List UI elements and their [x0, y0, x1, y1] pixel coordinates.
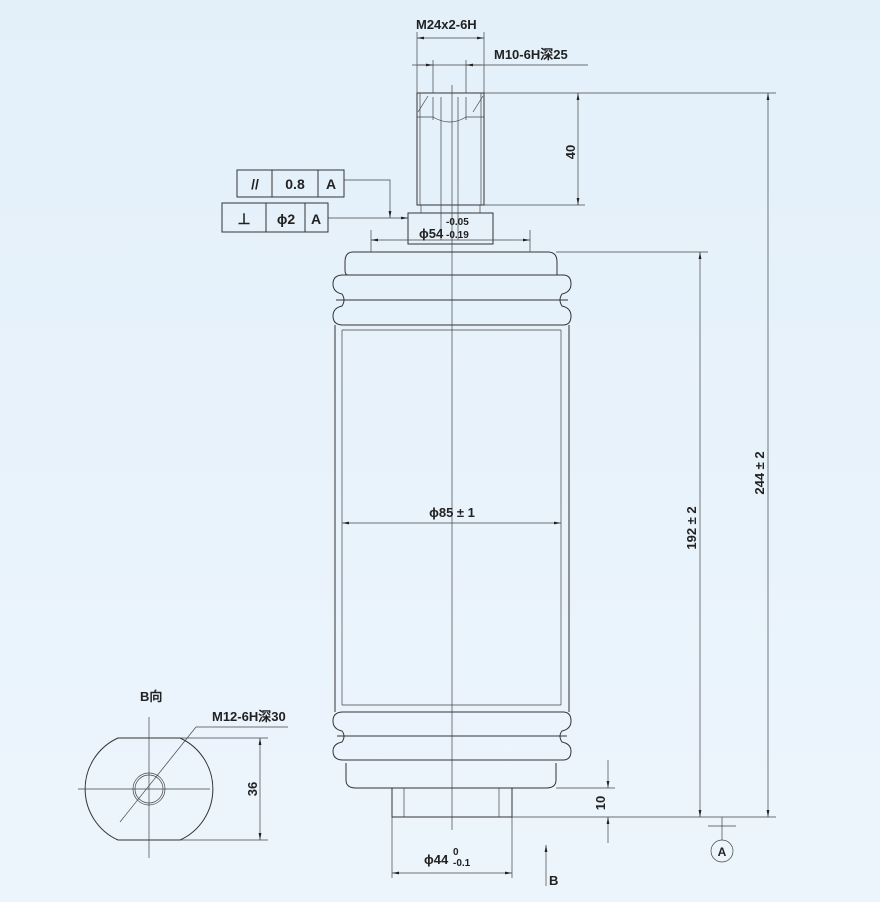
perpendicular-value: ϕ2 — [277, 211, 295, 227]
view-title: B向 — [140, 689, 162, 704]
view-arrow-label: B — [549, 873, 558, 888]
flange-dia: ϕ54 — [419, 226, 444, 241]
perpendicular-symbol: ⊥ — [237, 211, 250, 228]
parallel-symbol: // — [251, 176, 259, 192]
dim-36: 36 — [245, 782, 260, 796]
dim-192: 192 ± 2 — [684, 506, 699, 549]
bottom-tol-upper: 0 — [453, 847, 459, 858]
top-stem — [407, 92, 494, 245]
tolerance-perpendicular: ⊥ ϕ2 A — [221, 202, 408, 233]
b-view: B向 M12-6H深30 36 — [78, 689, 288, 858]
body-dia: ϕ85 ± 1 — [429, 505, 475, 520]
body — [332, 251, 572, 818]
parallel-datum: A — [326, 176, 336, 192]
flange-tol-lower: -0.19 — [446, 230, 469, 241]
dim-10: 10 — [593, 796, 608, 810]
bottom-dia: ϕ44 — [424, 852, 449, 867]
datum-label: A — [718, 845, 727, 859]
tolerance-parallel: // 0.8 A — [236, 169, 392, 218]
perpendicular-datum: A — [311, 211, 321, 227]
bottom-tol-lower: -0.1 — [453, 858, 471, 869]
dimensions: M24x2-6H M10-6H深25 40 // 0.8 A ⊥ ϕ2 A ϕ5… — [221, 17, 776, 888]
dim-40: 40 — [563, 145, 578, 159]
dim-244: 244 ± 2 — [752, 451, 767, 494]
top-thread-label: M24x2-6H — [416, 17, 477, 32]
parallel-value: 0.8 — [285, 176, 305, 192]
top-hole-label: M10-6H深25 — [494, 47, 568, 62]
flange-tol-upper: -0.05 — [446, 217, 469, 228]
bottom-hole-label: M12-6H深30 — [212, 709, 286, 724]
